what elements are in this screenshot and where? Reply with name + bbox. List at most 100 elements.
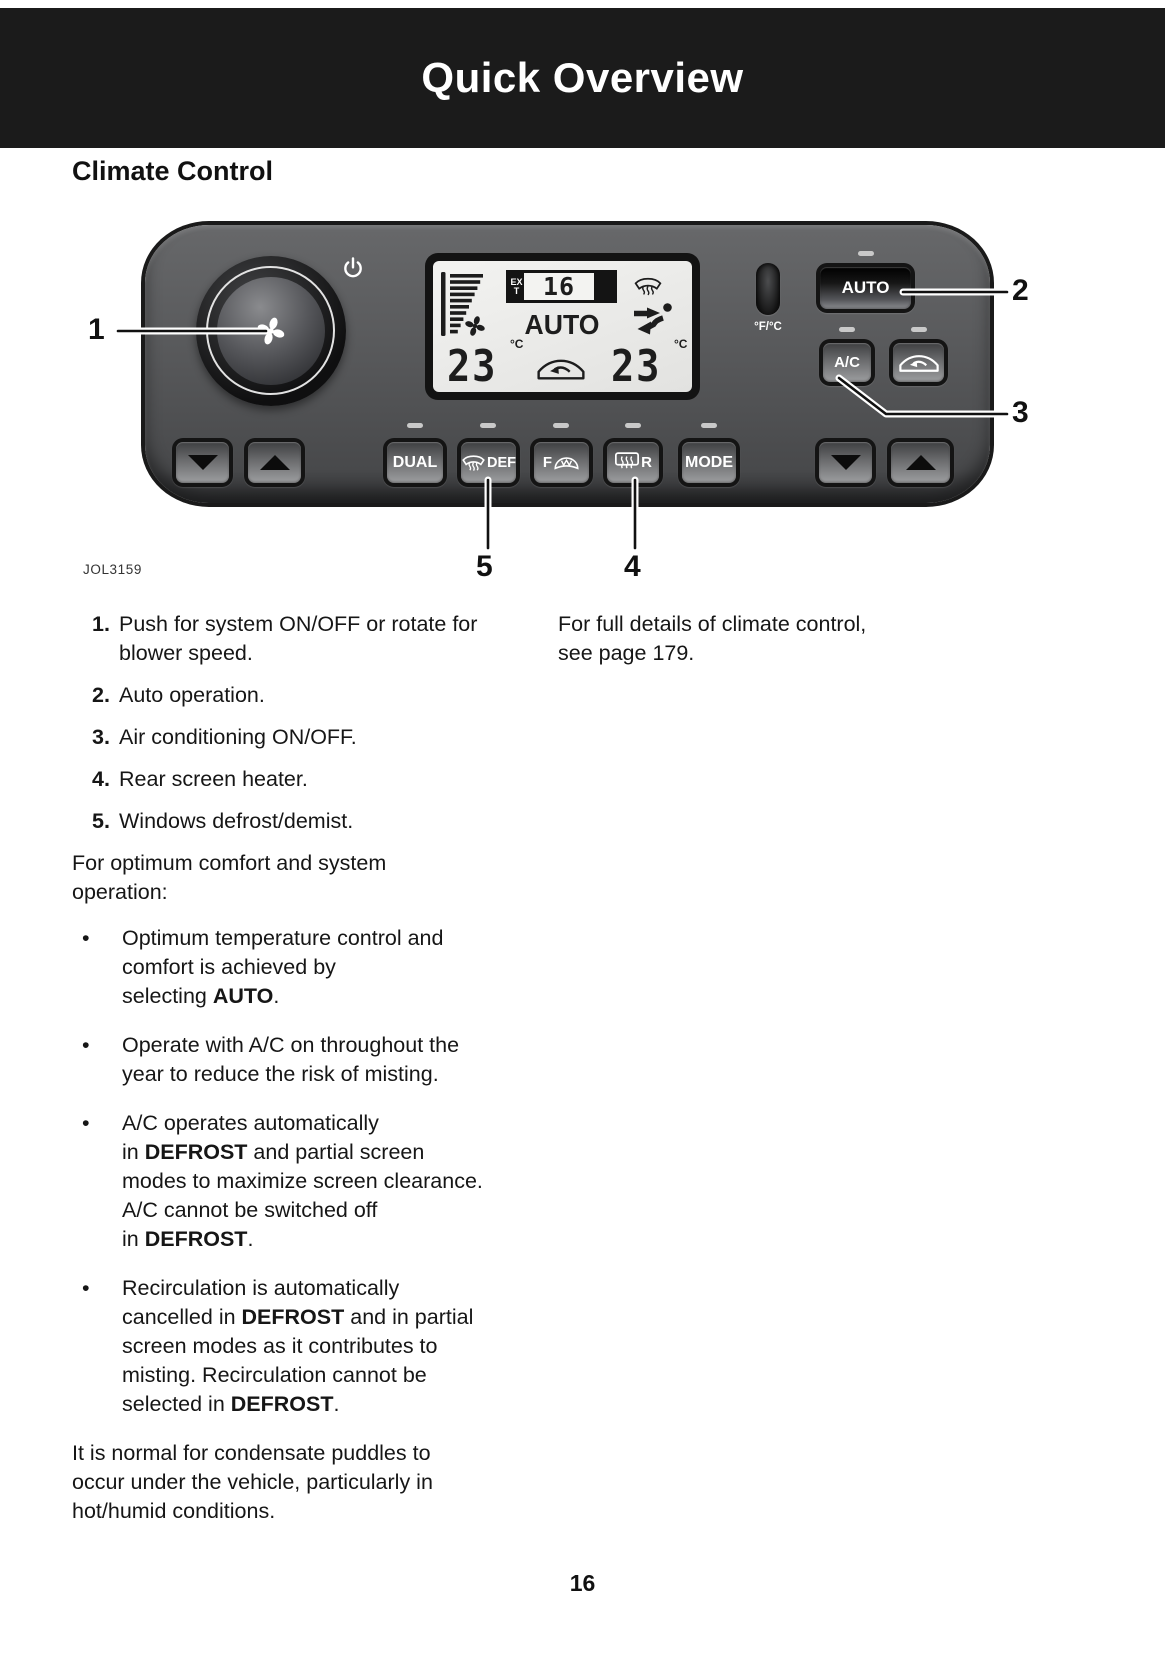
list-item-5: 5. Windows defrost/demist. [72,807,1093,836]
front-screen-button-label: F [542,454,553,471]
power-icon [344,257,362,278]
mode-button-led [701,423,717,428]
passenger-temp-value: 23 [611,341,662,392]
text-segment: comfort is achieved by [122,955,336,979]
text-segment-bold: DEFROST [144,1227,248,1251]
auto-button-label: AUTO [820,267,911,309]
bullet-marker: • [82,1276,90,1300]
callout-5-defrost: 5 [476,550,493,583]
defrost-button-led [480,423,496,428]
passenger-temp-unit: °C [674,337,688,351]
text-line: It is normal for condensate puddles to [72,1441,431,1465]
left-temp-up-button [244,438,305,487]
passenger-airflow-icon [634,303,672,335]
dual-button-label: DUAL [387,442,443,483]
fan-icon [465,316,485,336]
display-auto-mode: AUTO [524,309,600,340]
ac-button: A/C [819,339,875,386]
bullet-item-2: • Operate with A/C on throughout the year… [72,1031,1093,1089]
list-number: 2. [92,683,110,707]
text-line: operation: [72,880,168,904]
down-arrow-icon [819,442,872,483]
list-item-4: 4. Rear screen heater. [72,765,1093,794]
text-segment: Operate with A/C on throughout the [122,1033,460,1057]
list-text: Auto operation. [119,683,265,707]
exterior-temp-readout: EXT 16 [506,270,617,303]
climate-control-figure: EXT 16 [0,210,1165,592]
rear-screen-button-led [625,423,641,428]
outro-paragraph: It is normal for condensate puddles to oc… [72,1439,1093,1526]
text-line: see page 179. [558,641,695,665]
mode-button: MODE [678,438,740,487]
down-arrow-icon [176,442,229,483]
ext-filler-block [594,273,614,300]
recirculation-button-led [911,327,927,332]
defrost-button-face: DEF [461,442,516,483]
dual-button: DUAL [383,438,447,487]
text-segment: screen modes as it contributes to [122,1334,438,1358]
rear-screen-button-label: R [641,454,652,471]
list-text: Windows defrost/demist. [119,809,354,833]
mode-button-label: MODE [682,442,736,483]
windshield-defrost-icon [634,277,662,296]
left-temp-down-button [172,438,233,487]
front-screen-button-led [553,423,569,428]
text-segment: . [273,984,280,1008]
text-segment: A/C cannot be switched off [122,1198,378,1222]
text-segment: selected in [122,1392,231,1416]
text-segment: and in partial [344,1305,474,1329]
callout-3-ac: 3 [1012,396,1029,429]
callout-1-blower-knob: 1 [88,313,105,346]
list-number: 4. [92,767,110,791]
right-temp-up-button [887,438,954,487]
text-segment-bold: DEFROST [241,1305,345,1329]
ac-button-led [839,327,855,332]
callout-lines [114,288,1011,552]
callout-2-auto: 2 [1012,274,1029,307]
page-number: 16 [569,1570,596,1596]
list-item-3: 3. Air conditioning ON/OFF. [72,723,1093,752]
callout-4-rear-screen: 4 [624,550,641,583]
windshield-defrost-icon [462,454,485,471]
recirculation-button-face [893,343,944,382]
ac-button-label: A/C [823,343,871,382]
front-screen-button: F [530,438,593,487]
rear-screen-heater-icon [615,451,640,468]
figure-caption: JOL3159 [83,562,142,577]
text-segment-bold: DEFROST [230,1392,334,1416]
text-segment: A/C operates automatically [122,1111,379,1135]
auto-button-led [858,251,874,256]
bullet-marker: • [82,926,90,950]
ext-label: EXT [509,273,524,300]
text-line: Push for system ON/OFF or rotate for [119,612,478,636]
text-segment: cancelled in [122,1305,242,1329]
page-title: Quick Overview [421,54,744,101]
fan-speed-bars-icon [441,272,483,336]
bullet-text: Operate with A/C on throughout the year t… [122,1031,459,1089]
text-line: occur under the vehicle, particularly in [72,1470,433,1494]
text-segment: modes to maximize screen clearance. [122,1169,483,1193]
right-temp-down-button [815,438,876,487]
bullet-marker: • [82,1033,90,1057]
section-heading: Climate Control [72,156,274,186]
text-segment-bold: AUTO [212,984,274,1008]
text-segment: in [122,1227,145,1251]
text-segment: year to reduce the risk of misting. [122,1062,439,1086]
temp-unit-toggle-slot [756,263,780,315]
up-arrow-icon [248,442,301,483]
temp-unit-toggle-label: °F/°C [754,321,782,333]
climate-control-panel: EXT 16 [145,225,990,503]
car-recirculation-icon [898,354,939,372]
defrost-button-label: DEF [487,454,516,471]
auto-button: AUTO [816,263,915,313]
